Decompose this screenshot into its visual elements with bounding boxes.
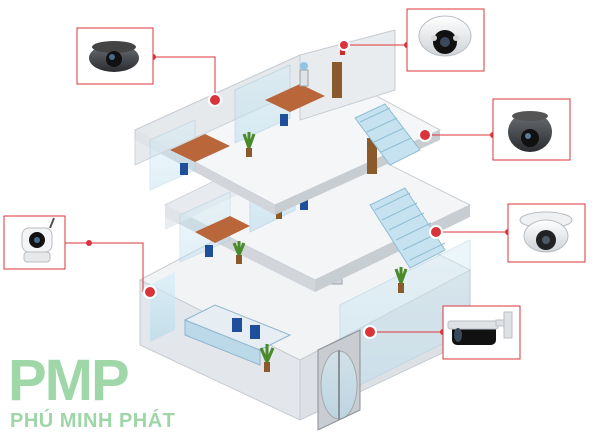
wifi-camera-icon (3, 215, 66, 270)
dome-camera-icon (492, 98, 571, 161)
top-floor (133, 29, 442, 215)
company-logo: PMP PHÚ MINH PHÁT (8, 352, 213, 440)
revolving-door (317, 329, 361, 431)
dome-camera-icon (76, 27, 154, 85)
logo-mark: PMP (8, 348, 130, 413)
company-name: PHÚ MINH PHÁT (10, 410, 176, 432)
dome-camera-icon (507, 203, 586, 263)
dome-camera-icon (406, 8, 485, 72)
building (133, 29, 472, 431)
bullet-camera-icon (442, 305, 521, 360)
staircase (369, 187, 446, 269)
